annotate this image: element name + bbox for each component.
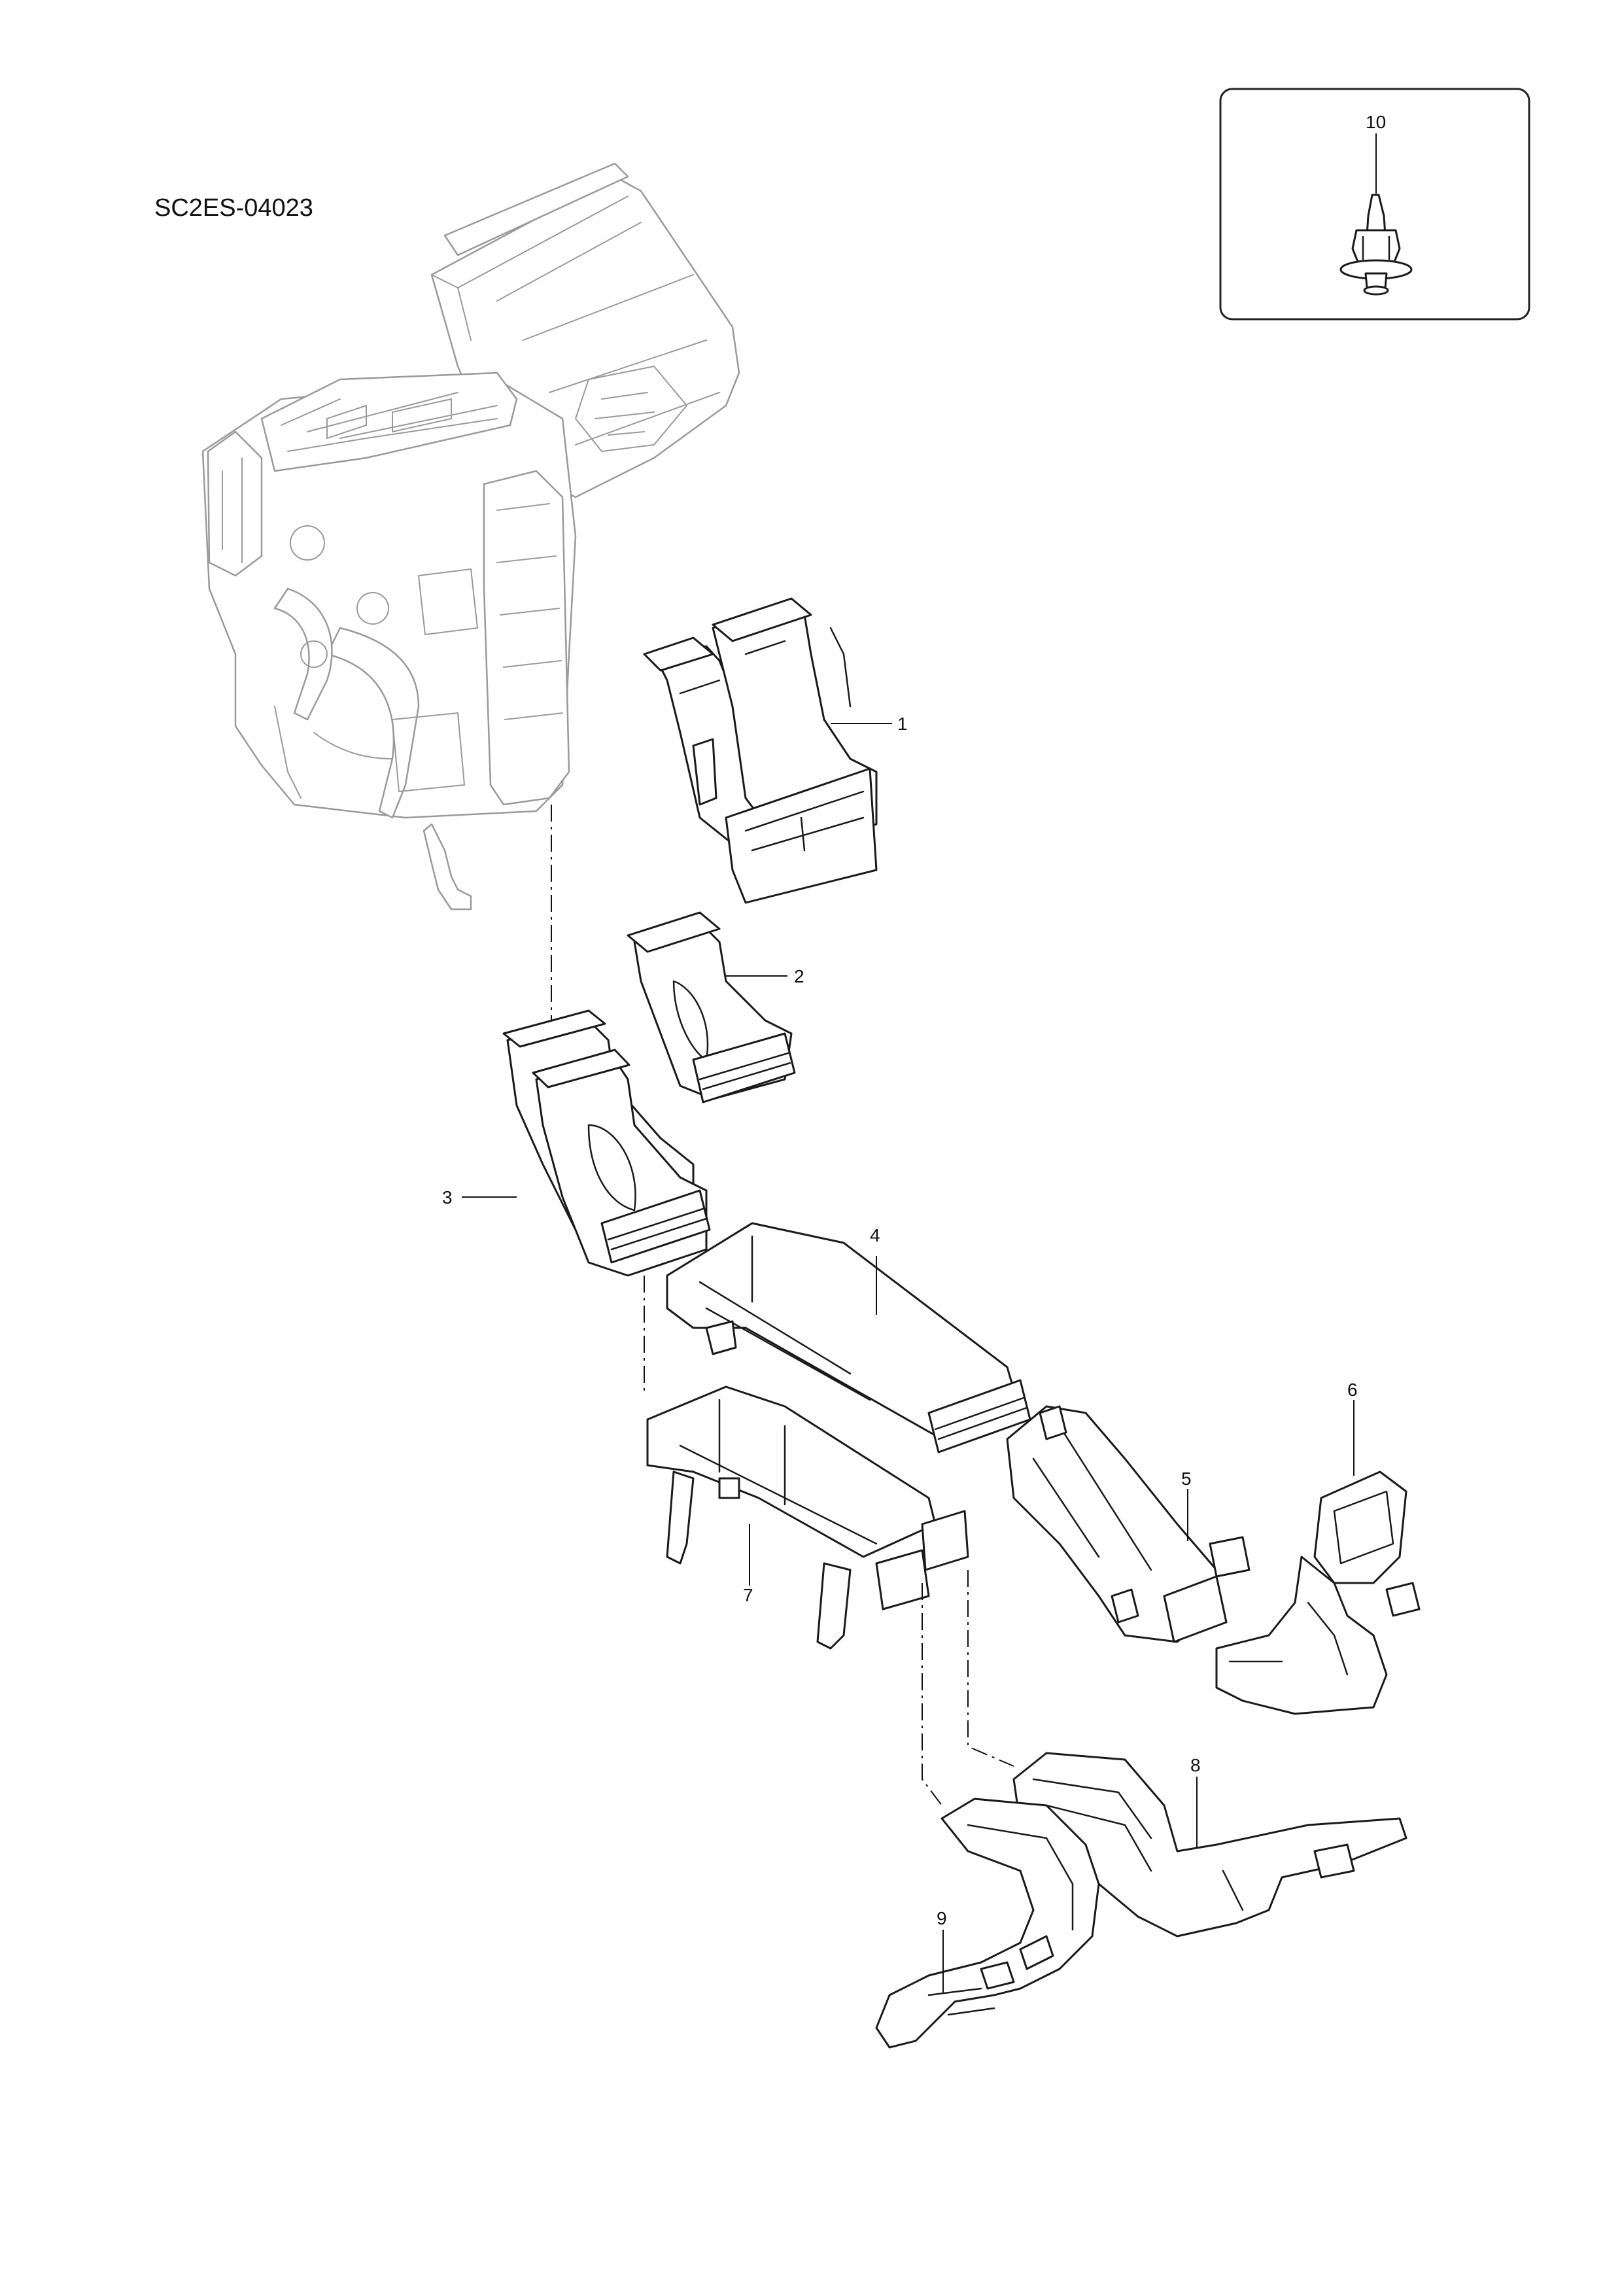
callout-3: 3 <box>442 1187 453 1208</box>
part-5-duct <box>1006 1405 1251 1643</box>
clip-fastener-drawing <box>1339 194 1413 296</box>
callout-5: 5 <box>1181 1469 1192 1489</box>
inset-box-clip <box>1219 88 1530 321</box>
document-code: SC2ES-04023 <box>154 194 313 222</box>
callout-8: 8 <box>1190 1755 1201 1775</box>
callout-numbers: 1 2 3 4 5 6 7 8 9 10 <box>442 112 1386 1928</box>
part-4-duct <box>666 1222 1031 1453</box>
assembly-centerlines <box>551 805 1014 1806</box>
callout-7: 7 <box>743 1585 753 1605</box>
callout-9: 9 <box>937 1908 947 1928</box>
callout-2: 2 <box>794 966 804 986</box>
callout-6: 6 <box>1347 1380 1358 1400</box>
callout-4: 4 <box>870 1225 880 1245</box>
part-3-duct <box>502 1009 711 1277</box>
part-2-duct <box>627 911 796 1104</box>
leader-lines <box>462 723 1355 1992</box>
callout-1: 1 <box>897 714 908 734</box>
part-6-duct <box>1215 1470 1421 1715</box>
part-7-duct <box>646 1385 969 1650</box>
hvac-unit-reference <box>201 162 740 911</box>
part-1-duct <box>643 597 878 904</box>
part-9-duct <box>875 1798 1100 2049</box>
callout-10: 10 <box>1366 112 1386 132</box>
